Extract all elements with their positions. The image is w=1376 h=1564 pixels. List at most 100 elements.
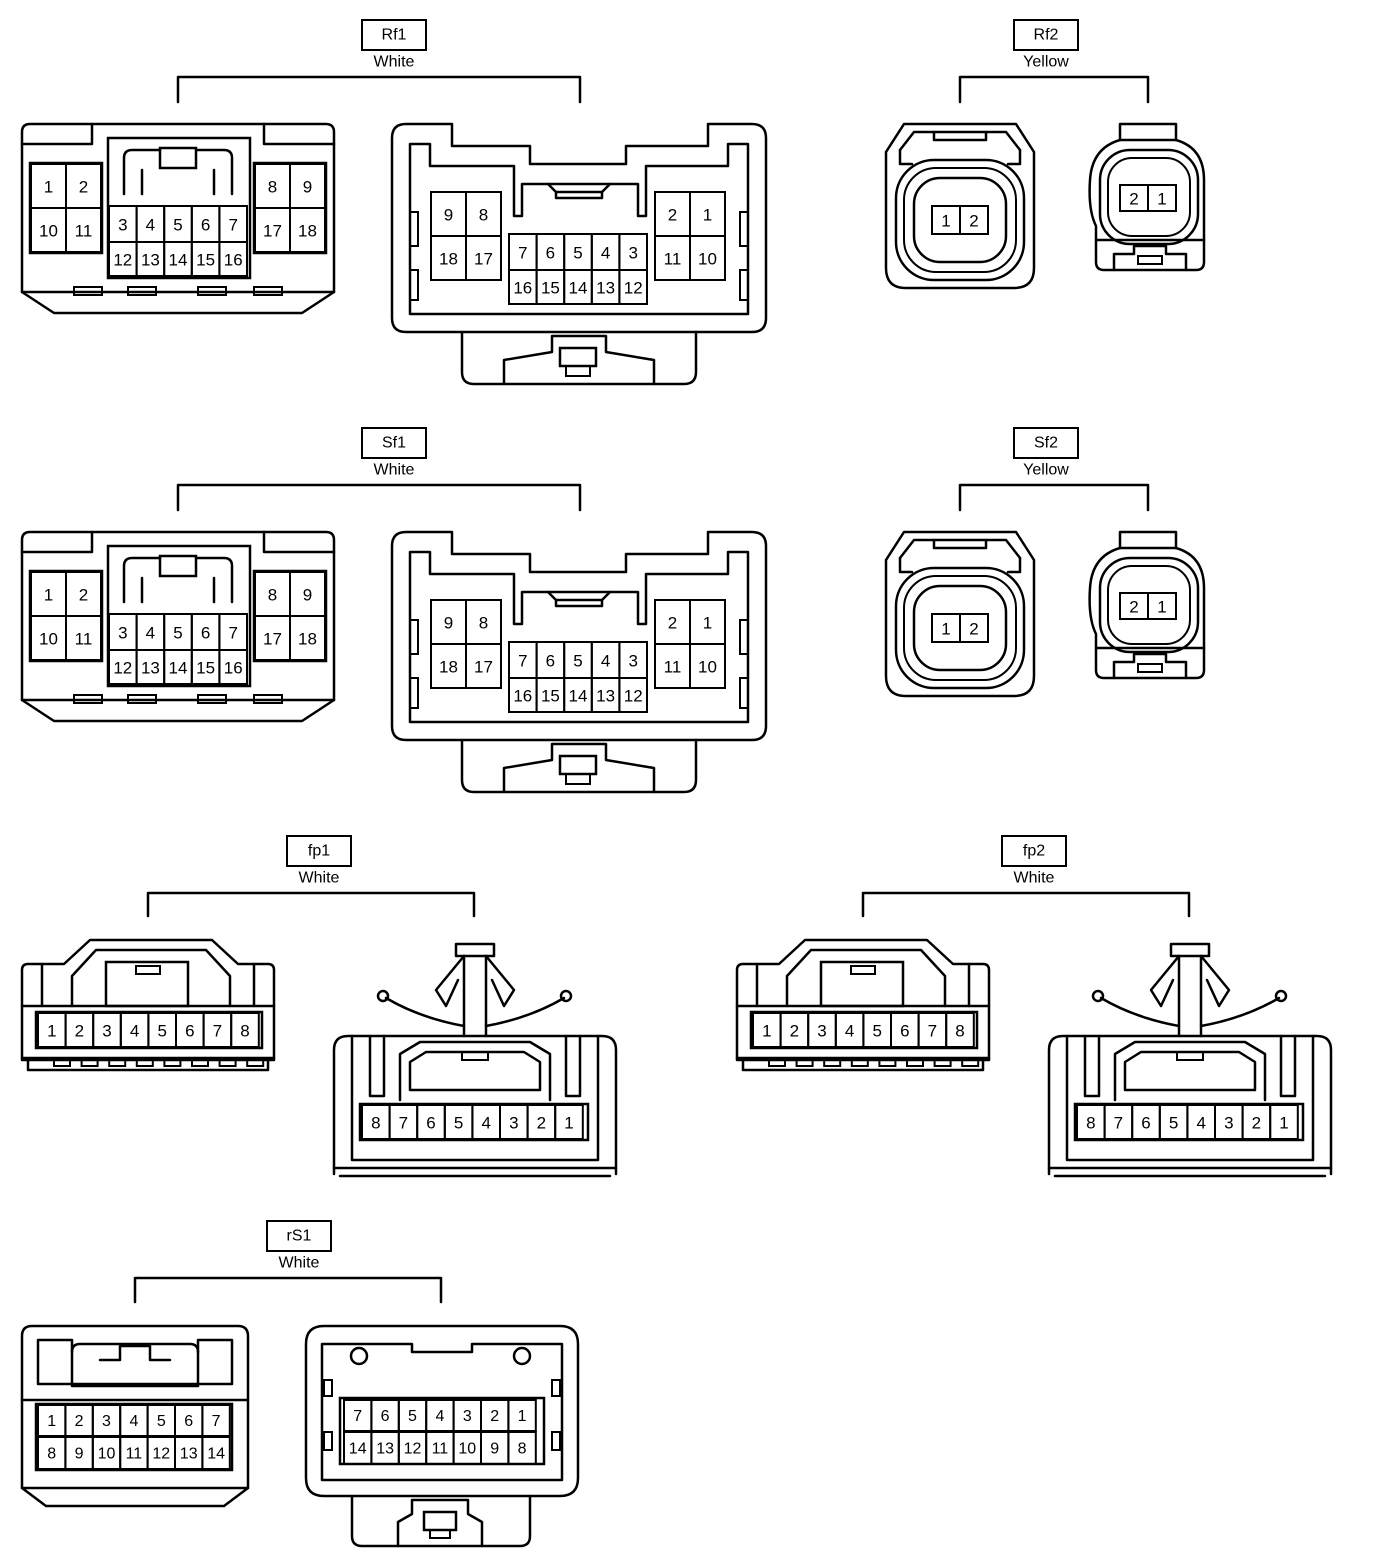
pin-cavity: 1: [752, 1012, 782, 1048]
pairing-bracket: [958, 483, 1150, 512]
connector-id-box: [1013, 19, 1079, 51]
pin-number: 2: [75, 1413, 84, 1430]
pin-number: 17: [474, 658, 493, 677]
pin-cavity: 1: [30, 571, 67, 617]
connector-id-box: [361, 427, 427, 459]
pin-number: 1: [703, 614, 712, 633]
pin-number: 10: [458, 1441, 476, 1458]
pin-number: 7: [212, 1413, 221, 1430]
pin-cavity: 14: [163, 241, 193, 277]
pin-number: 1: [1279, 1114, 1288, 1133]
pin-number: 9: [490, 1441, 499, 1458]
pin-cavity-box: [689, 643, 726, 689]
pin-row-frame: [358, 1102, 590, 1142]
pin-cavity: 6: [1131, 1104, 1161, 1140]
pin-cavity: 10: [91, 1436, 122, 1470]
terminal-tab: [795, 1059, 814, 1067]
housing-outline: [20, 122, 336, 146]
pin-number: 14: [569, 279, 588, 298]
pairing-bracket: [133, 1276, 443, 1304]
pin-cavity: 7: [917, 1012, 948, 1048]
lock-tab: [135, 965, 161, 975]
latch-tab: [197, 694, 227, 704]
lock-arm: [36, 1338, 234, 1388]
pin-cavity: 5: [147, 1012, 177, 1048]
pin-number: 11: [75, 630, 93, 649]
pin-cavity: 12: [618, 677, 649, 713]
lock-bump: [158, 554, 198, 578]
pin-cavity: 12: [108, 649, 138, 685]
pin-number: 9: [444, 206, 453, 225]
pin-number: 3: [118, 216, 127, 235]
inner-wall: [408, 142, 750, 316]
lock-arm: [70, 948, 232, 1008]
pin-cavity-box: [465, 643, 502, 689]
inner-wall: [741, 1058, 985, 1072]
side-rib: [409, 677, 419, 709]
pin-number: 11: [75, 222, 93, 241]
pin-number: 13: [596, 687, 615, 706]
side-rib: [409, 269, 419, 301]
inner-wall: [932, 538, 988, 550]
pin-cavity: 1: [1147, 184, 1177, 212]
pin-cavity: 6: [535, 233, 566, 271]
pin-number: 16: [224, 659, 243, 678]
pin-number: 12: [113, 251, 132, 270]
pin-number: 8: [479, 206, 488, 225]
pin-number: 14: [349, 1441, 367, 1458]
lock-arm: [122, 556, 234, 604]
pin-number: 6: [426, 1114, 435, 1133]
pin-cavity: 11: [65, 207, 102, 253]
pin-number: 2: [537, 1114, 546, 1133]
pin-cavity: 2: [1241, 1104, 1272, 1140]
clip-tip: [1091, 989, 1105, 1003]
lock-tab: [850, 965, 876, 975]
pin-number: 18: [439, 658, 458, 677]
pin-cavity: 2: [480, 1399, 510, 1432]
housing-outline: [735, 938, 991, 1062]
pin-cavity-box: [618, 677, 649, 713]
guide-hole: [349, 1346, 369, 1366]
pin-cavity: 3: [92, 1012, 122, 1048]
housing-outline: [884, 122, 1036, 290]
pin-cavity: 11: [654, 643, 691, 689]
pin-number: 3: [463, 1408, 472, 1425]
pin-number: 10: [39, 630, 58, 649]
pin-cavity-box: [289, 615, 326, 661]
pin-number: 16: [224, 251, 243, 270]
lock-arm: [70, 1342, 200, 1354]
pin-number: 15: [196, 251, 215, 270]
pin-number: 8: [1086, 1114, 1095, 1133]
pin-number: 14: [169, 659, 188, 678]
pin-cavity-box: [65, 207, 102, 253]
pin-number: 8: [518, 1441, 527, 1458]
pin-cavity: 16: [218, 241, 248, 277]
pin-number: 6: [201, 624, 210, 643]
pin-number: 1: [1157, 190, 1166, 209]
inner-wall: [755, 962, 971, 1008]
housing-outline: [20, 938, 276, 1062]
pin-cavity: 2: [654, 599, 691, 645]
housing-outline: [1088, 530, 1206, 680]
clip-tip: [1274, 989, 1288, 1003]
pin-number: 7: [928, 1022, 937, 1041]
pin-number: 5: [1169, 1114, 1178, 1133]
pin-cavity: 17: [465, 235, 502, 281]
connector-color: White: [374, 54, 415, 71]
clip-tip: [376, 989, 390, 1003]
pin-cavity: 3: [807, 1012, 837, 1048]
pin-cavity-box: [945, 1012, 975, 1048]
pin-cavity: 13: [370, 1431, 400, 1465]
pin-cavity: 15: [535, 677, 566, 713]
pin-cavity-box: [230, 1012, 260, 1048]
pin-number: 12: [404, 1441, 422, 1458]
connector-color: White: [1014, 870, 1055, 887]
pin-number: 13: [180, 1446, 198, 1463]
pin-cavity: 7: [388, 1104, 419, 1140]
inner-wall: [1047, 1166, 1333, 1178]
